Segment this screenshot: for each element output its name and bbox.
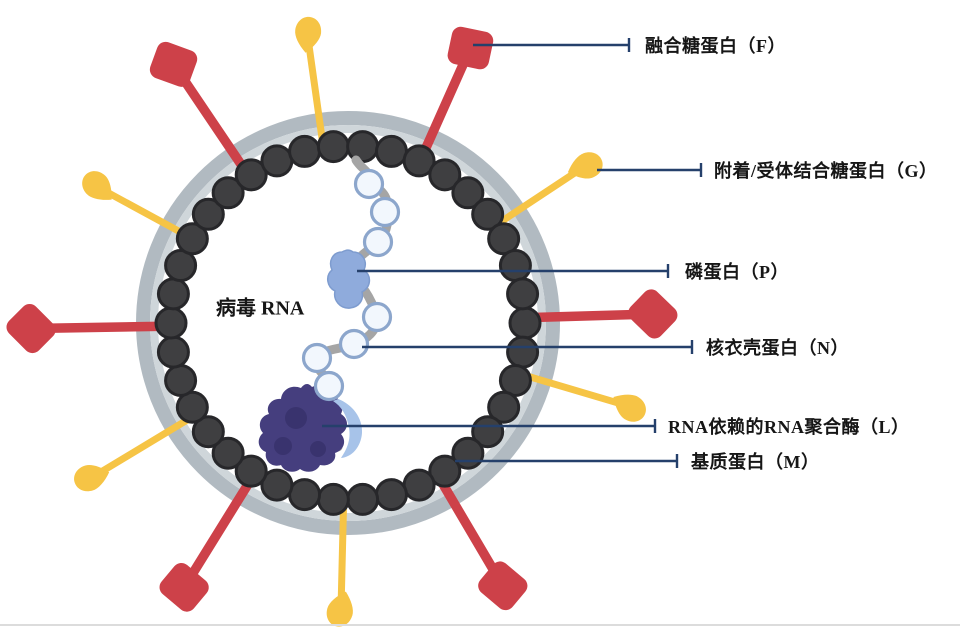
matrix-bead — [374, 134, 408, 168]
attachment-glycoprotein-spike — [74, 410, 201, 492]
bottom-edge-line — [0, 624, 960, 626]
g-spike-head — [295, 16, 322, 53]
g-spike-head — [613, 394, 646, 422]
matrix-bead — [175, 222, 209, 256]
matrix-protein-bead-ring — [154, 130, 542, 516]
matrix-bead — [428, 158, 462, 192]
matrix-bead — [471, 415, 505, 449]
fusion-glycoprotein-spike — [149, 41, 255, 182]
polymerase-dark-patch — [310, 441, 326, 457]
matrix-bead — [234, 158, 268, 192]
nucleocapsid-bead — [361, 301, 393, 333]
fusion-glycoprotein-spike — [519, 289, 678, 339]
label-matrix-protein-m: 基质蛋白（M） — [691, 452, 820, 472]
attachment-glycoprotein-spike — [295, 16, 328, 153]
label-nucleocapsid-protein-n: 核衣壳蛋白（N） — [706, 338, 849, 358]
matrix-bead — [260, 144, 294, 178]
polymerase-dark-patch — [274, 437, 292, 455]
g-spike-head — [74, 465, 110, 492]
attachment-glycoprotein-spike — [326, 495, 353, 627]
nucleocapsid-bead — [362, 226, 394, 258]
nucleocapsid-bead — [338, 328, 370, 360]
matrix-bead — [316, 482, 350, 516]
spike-stalk — [89, 410, 201, 481]
f-spike-head — [447, 26, 494, 70]
spike-stalk — [414, 43, 476, 167]
nucleocapsid-bead — [313, 370, 345, 402]
spike-stalk — [491, 163, 588, 230]
matrix-bead — [487, 222, 521, 256]
matrix-bead — [164, 249, 198, 283]
viral-envelope — [136, 111, 560, 535]
attachment-glycoprotein-spike — [491, 152, 603, 230]
matrix-bead — [164, 363, 198, 397]
matrix-bead — [156, 335, 190, 369]
matrix-bead — [260, 468, 294, 502]
spike-stalk — [95, 184, 197, 243]
matrix-bead — [191, 197, 225, 231]
g-spike-head — [82, 171, 112, 200]
nucleocapsid-bead-chain — [301, 168, 401, 402]
fusion-glycoprotein-spike — [159, 467, 261, 612]
matrix-bead — [451, 176, 485, 210]
matrix-bead — [316, 130, 350, 164]
matrix-bead — [402, 144, 436, 178]
phosphoprotein-blob — [327, 249, 371, 309]
spike-stalk — [304, 32, 328, 153]
attachment-glycoprotein-spike — [82, 171, 197, 243]
spike-stalk — [179, 467, 261, 593]
spike-stalk — [513, 369, 632, 410]
matrix-bead — [402, 468, 436, 502]
matrix-bead — [487, 390, 521, 424]
label-fusion-glycoprotein-f: 融合糖蛋白（F） — [645, 36, 786, 56]
fusion-glycoprotein-spike — [432, 469, 528, 611]
g-spike-head — [326, 591, 353, 627]
fusion-glycoprotein-spike — [414, 26, 494, 167]
matrix-bead — [288, 134, 322, 168]
matrix-bead — [154, 306, 188, 340]
polymerase-light-lobe — [333, 399, 363, 458]
envelope-inner-ring — [150, 125, 546, 521]
matrix-bead — [288, 478, 322, 512]
envelope-outer-ring — [136, 111, 560, 535]
matrix-bead — [191, 415, 225, 449]
matrix-bead — [506, 277, 540, 311]
matrix-bead — [211, 436, 245, 470]
matrix-bead — [346, 130, 380, 164]
nucleocapsid-bead — [369, 196, 401, 228]
fusion-glycoprotein-spike — [6, 303, 177, 354]
matrix-bead — [506, 335, 540, 369]
matrix-bead — [346, 482, 380, 516]
viral-rna-label: 病毒 RNA — [216, 297, 305, 320]
f-spike-head — [149, 41, 198, 87]
surface-glycoprotein-spikes — [6, 16, 678, 627]
attachment-glycoprotein-spike — [513, 369, 646, 422]
matrix-bead — [498, 363, 532, 397]
matrix-bead — [234, 454, 268, 488]
spike-stalk — [337, 495, 348, 612]
f-spike-head — [628, 289, 678, 339]
matrix-bead — [175, 390, 209, 424]
label-phosphoprotein-p: 磷蛋白（P） — [685, 262, 789, 282]
f-spike-head — [159, 562, 209, 612]
matrix-bead — [211, 176, 245, 210]
matrix-bead — [156, 277, 190, 311]
f-spike-head — [478, 561, 528, 611]
matrix-bead — [471, 197, 505, 231]
matrix-bead — [428, 454, 462, 488]
matrix-bead — [498, 249, 532, 283]
nucleocapsid-bead — [301, 342, 333, 374]
f-spike-head — [6, 303, 56, 354]
label-rna-polymerase-l: RNA依赖的RNA聚合酶（L） — [668, 417, 910, 437]
nucleocapsid-bead — [353, 168, 385, 200]
label-leader-lines — [322, 38, 703, 468]
g-spike-head — [567, 152, 603, 179]
polymerase-dark-patch — [285, 407, 307, 429]
matrix-bead — [508, 306, 542, 340]
polymerase-texture — [274, 407, 326, 457]
label-attachment-glycoprotein-g: 附着/受体结合糖蛋白（G） — [714, 161, 938, 181]
matrix-bead — [374, 478, 408, 512]
